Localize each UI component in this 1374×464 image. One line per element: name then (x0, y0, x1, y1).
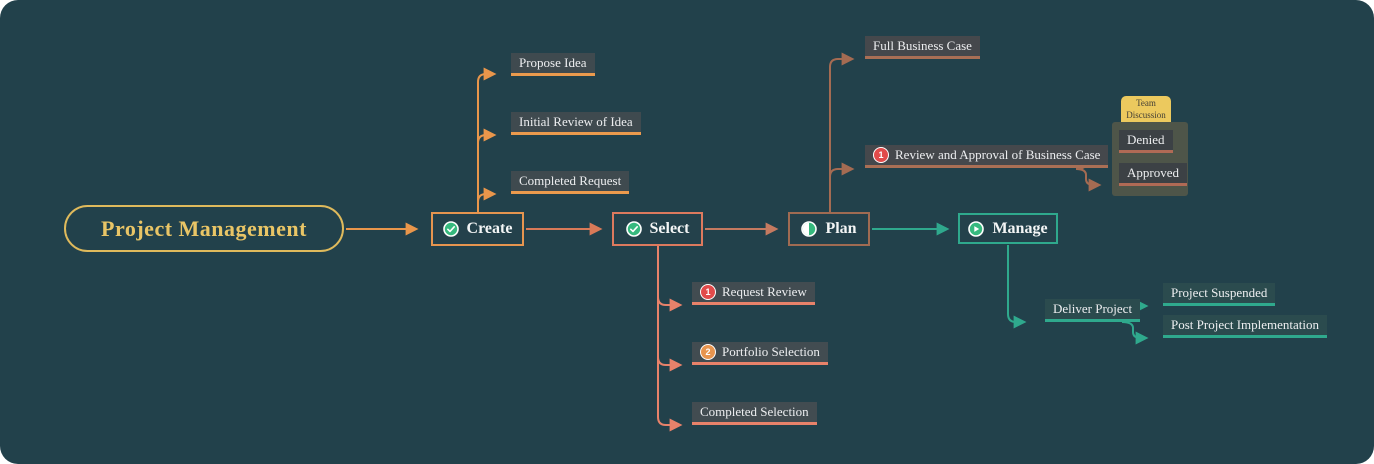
subtopic-project-suspended[interactable]: Project Suspended (1163, 283, 1276, 306)
subtopic-label: Completed Request (519, 173, 622, 188)
connector-create-initial-review (477, 128, 497, 144)
task-done-icon (442, 221, 459, 237)
connector-create-branch-main (477, 67, 497, 212)
subtopic-label: Deliver Project (1053, 301, 1133, 316)
topic-create[interactable]: Create (431, 212, 524, 246)
connector-manage-deliver (1007, 245, 1027, 329)
subtopic-review-and-approval[interactable]: 1 Review and Approval of Business Case (865, 145, 1109, 168)
topic-manage[interactable]: Manage (958, 213, 1058, 244)
priority-2-icon: 2 (700, 344, 716, 360)
topic-plan[interactable]: Plan (788, 212, 870, 246)
priority-1-icon: 1 (700, 284, 716, 300)
subtopic-label: Review and Approval of Business Case (895, 147, 1101, 162)
subtopic-approved[interactable]: Approved (1119, 163, 1187, 186)
subtopic-request-review[interactable]: 1 Request Review (692, 282, 815, 305)
topic-manage-label: Manage (992, 219, 1048, 237)
topic-create-label: Create (466, 220, 513, 237)
group-label-team-discussion[interactable]: Team Discussion (1121, 96, 1171, 123)
subtopic-label: Initial Review of Idea (519, 114, 633, 129)
subtopic-label: Post Project Implementation (1171, 317, 1320, 332)
subtopic-denied[interactable]: Denied (1119, 130, 1173, 153)
connector-plan-review-approval (829, 162, 855, 178)
subtopic-completed-selection[interactable]: Completed Selection (692, 402, 817, 425)
topic-plan-label: Plan (825, 220, 857, 237)
root-topic-label: Project Management (101, 215, 307, 241)
subtopic-initial-review-of-idea[interactable]: Initial Review of Idea (511, 112, 641, 135)
connector-select-branch-main (657, 246, 683, 432)
connector-deliver-post-impl (1121, 321, 1149, 345)
task-done-icon (625, 221, 642, 237)
subtopic-portfolio-selection[interactable]: 2 Portfolio Selection (692, 342, 828, 365)
subtopic-deliver-project[interactable]: Deliver Project (1045, 299, 1141, 322)
subtopic-label: Request Review (722, 284, 807, 299)
task-started-icon (968, 220, 985, 237)
subtopic-label: Approved (1127, 165, 1179, 180)
topic-select-label: Select (649, 220, 690, 237)
task-half-done-icon (801, 221, 818, 237)
connector-plan-branch-main (829, 52, 855, 212)
root-topic[interactable]: Project Management (64, 205, 344, 252)
priority-1-icon: 1 (873, 147, 889, 163)
subtopic-label: Propose Idea (519, 55, 587, 70)
connector-select-request-review (657, 296, 683, 312)
subtopic-post-project-implementation[interactable]: Post Project Implementation (1163, 315, 1328, 338)
subtopic-label: Portfolio Selection (722, 344, 820, 359)
subtopic-label: Project Suspended (1171, 285, 1268, 300)
subtopic-label: Full Business Case (873, 38, 972, 53)
subtopic-label: Denied (1127, 132, 1165, 147)
connector-select-portfolio (657, 356, 683, 372)
connector-create-completed-request (477, 187, 497, 203)
subtopic-completed-request[interactable]: Completed Request (511, 171, 630, 194)
subtopic-label: Completed Selection (700, 404, 809, 419)
subtopic-propose-idea[interactable]: Propose Idea (511, 53, 595, 76)
subtopic-full-business-case[interactable]: Full Business Case (865, 36, 980, 59)
group-label-text: Team Discussion (1126, 98, 1166, 120)
topic-select[interactable]: Select (612, 212, 703, 246)
connector-review-approved (1075, 168, 1102, 192)
